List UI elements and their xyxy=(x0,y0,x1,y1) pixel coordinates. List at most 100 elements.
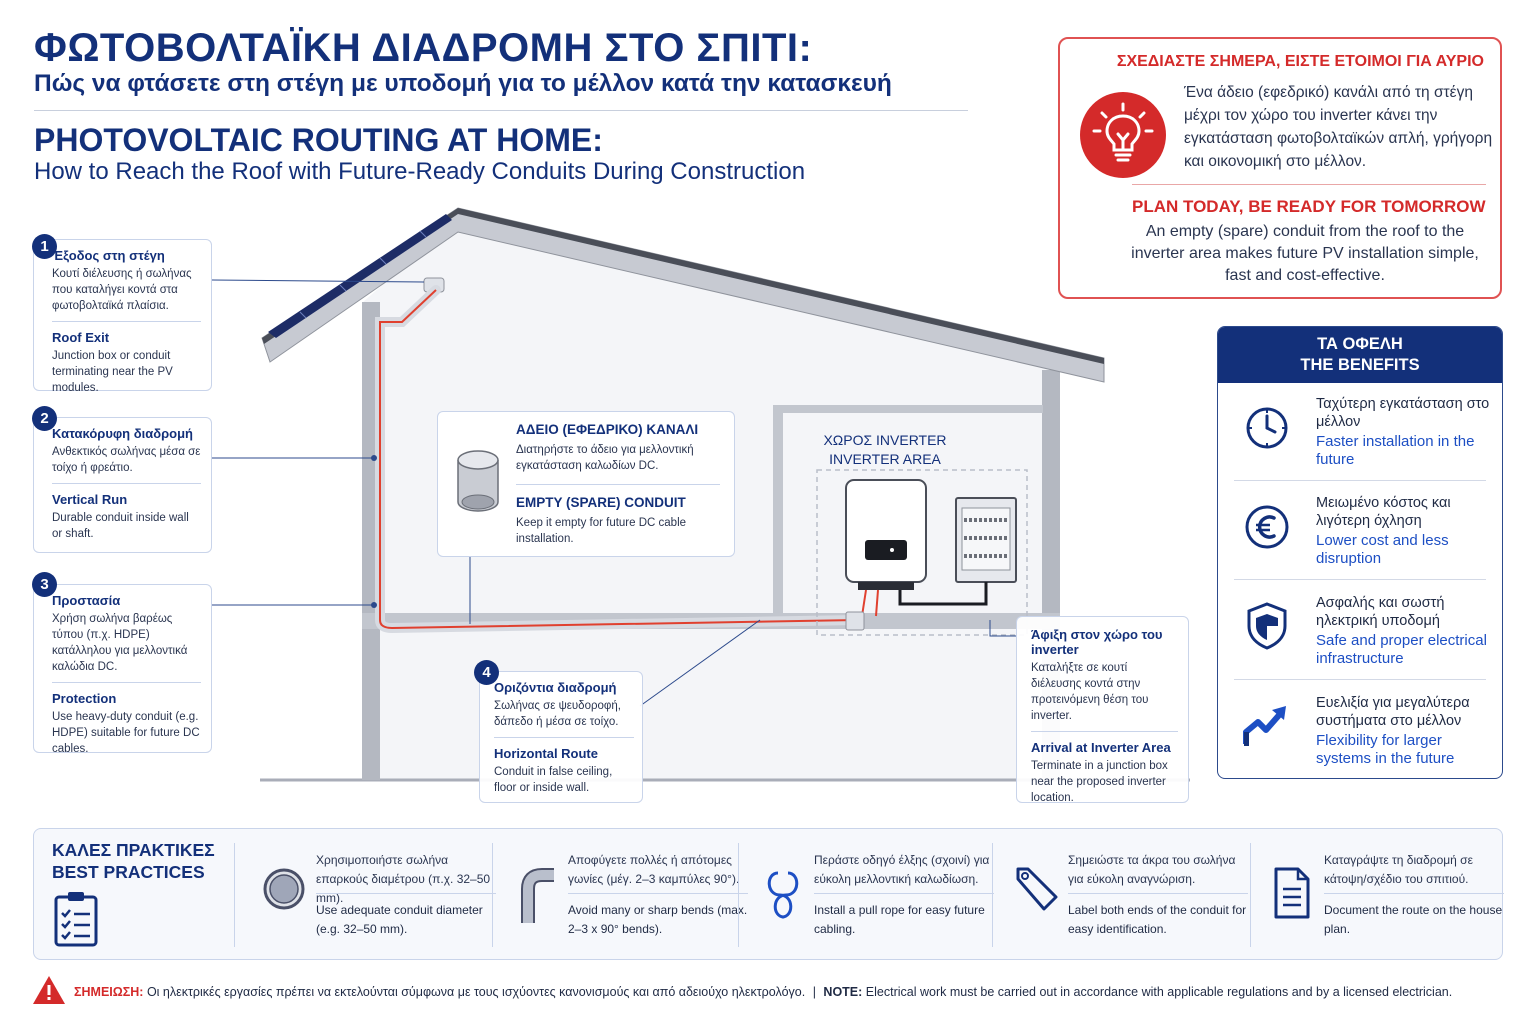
benefit-1-english: Faster installation in the future xyxy=(1316,433,1475,468)
step-2-title-english: Vertical Run xyxy=(52,492,128,507)
practice-2-english: Avoid many or sharp bends (max. 2–3 x 90… xyxy=(568,903,748,936)
plan-divider xyxy=(1132,184,1486,185)
benefit-4-greek: Ευελιξία για μεγαλύτερα συστήματα στο μέ… xyxy=(1316,695,1470,729)
empty-conduit-text-english: Keep it empty for future DC cable instal… xyxy=(516,517,687,545)
inverter-junction-box xyxy=(845,611,865,631)
benefit-1-greek: Ταχύτερη εγκατάσταση στο μέλλον xyxy=(1316,396,1490,430)
conduit-pipe-icon xyxy=(454,446,502,516)
step-1-text-english: Junction box or conduit terminating near… xyxy=(52,350,173,394)
best-practices-separator xyxy=(738,843,739,947)
checklist-icon xyxy=(52,889,100,949)
ac-cable xyxy=(898,582,988,606)
empty-conduit-title-english: EMPTY (SPARE) CONDUIT xyxy=(516,495,686,510)
best-practice-item: Αποφύγετε πολλές ή απότομες γωνίες (μέγ.… xyxy=(500,829,750,961)
leader-arrival xyxy=(989,620,1016,637)
solar-panels xyxy=(268,214,452,338)
benefits-header: ΤΑ ΟΦΕΛΗ THE BENEFITS xyxy=(1218,327,1502,383)
step-2-text-greek: Ανθεκτικός σωλήνας μέσα σε τοίχο ή φρεάτ… xyxy=(52,446,201,474)
benefit-3-greek: Ασφαλής και σωστή ηλεκτρική υποδομή xyxy=(1316,595,1445,629)
benefit-divider xyxy=(1234,579,1486,580)
benefit-2-english: Lower cost and less disruption xyxy=(1316,532,1449,567)
arrival-inverter-box: Άφιξη στον χώρο του inverter Καταλήξτε σ… xyxy=(1016,616,1189,804)
title-divider xyxy=(34,110,968,111)
step-3-text-english: Use heavy-duty conduit (e.g. HDPE) suita… xyxy=(52,711,200,755)
leader-step-4 xyxy=(639,619,761,707)
best-practice-item: Σημειώστε τα άκρα του σωλήνα για εύκολη … xyxy=(1000,829,1250,961)
inverter-display xyxy=(865,540,907,560)
benefit-item: Ταχύτερη εγκατάσταση στο μέλλον Faster i… xyxy=(1218,383,1502,481)
practice-1-english: Use adequate conduit diameter (e.g. 32–5… xyxy=(316,903,483,936)
step-2-divider xyxy=(52,483,201,484)
practice-5-greek: Καταγράψτε τη διαδρομή σε κάτοψη/σχέδιο … xyxy=(1324,853,1473,886)
best-practice-item: Περάστε οδηγό έλξης (σχοινί) για εύκολη … xyxy=(746,829,996,961)
step-3-divider xyxy=(52,682,201,683)
clock-icon xyxy=(1242,401,1292,451)
step-vertical-run: Κατακόρυφη διαδρομή Ανθεκτικός σωλήνας μ… xyxy=(33,417,212,553)
warning-icon xyxy=(32,974,66,1006)
benefit-4-english: Flexibility for larger systems in the fu… xyxy=(1316,732,1455,767)
practice-4-greek: Σημειώστε τα άκρα του σωλήνα για εύκολη … xyxy=(1068,853,1236,886)
note-text: ΣΗΜΕΙΩΣΗ: Οι ηλεκτρικές εργασίες πρέπει … xyxy=(74,985,1452,999)
best-practices-heading: ΚΑΛΕΣ ΠΡΑΚΤΙΚΕΣ BEST PRACTICES xyxy=(52,839,215,883)
step-4-text-english: Conduit in false ceiling, floor or insid… xyxy=(494,766,613,794)
step-horizontal-route: Οριζόντια διαδρομή Σωλήνας σε ψευδοροφή,… xyxy=(479,671,643,803)
note-label-greek: ΣΗΜΕΙΩΣΗ: xyxy=(74,985,144,999)
title-greek: ΦΩΤΟΒΟΛΤΑΪΚΗ ΔΙΑΔΡΟΜΗ ΣΤΟ ΣΠΙΤΙ: xyxy=(34,26,813,70)
best-practices-separator xyxy=(492,843,493,947)
best-practices-separator xyxy=(234,843,235,947)
document-icon xyxy=(1268,865,1316,919)
step-1-divider xyxy=(52,321,201,322)
plan-text-greek: Ένα άδειο (εφεδρικό) κανάλι από τη στέγη… xyxy=(1184,84,1493,170)
plan-today-box: ΣΧΕΔΙΑΣΤΕ ΣΗΜΕΡΑ, ΕΙΣΤΕ ΕΤΟΙΜΟΙ ΓΙΑ ΑΥΡΙ… xyxy=(1058,37,1502,299)
practice-divider xyxy=(814,893,994,894)
practice-3-greek: Περάστε οδηγό έλξης (σχοινί) για εύκολη … xyxy=(814,853,990,886)
arrival-title-english: Arrival at Inverter Area xyxy=(1031,740,1171,755)
benefit-2-greek: Μειωμένο κόστος και λιγότερη όχληση xyxy=(1316,495,1451,529)
step-roof-exit: Έξοδος στη στέγη Κουτί διέλευσης ή σωλήν… xyxy=(33,239,212,394)
growth-arrow-icon xyxy=(1242,700,1292,750)
label-tag-icon xyxy=(1012,865,1060,913)
shield-icon xyxy=(1242,600,1292,650)
benefits-panel: ΤΑ ΟΦΕΛΗ THE BENEFITS Ταχύτερη εγκατάστα… xyxy=(1217,326,1503,779)
benefit-item: Μειωμένο κόστος και λιγότερη όχληση Lowe… xyxy=(1218,482,1502,580)
step-2-title-greek: Κατακόρυφη διαδρομή xyxy=(52,426,193,441)
step-3-text-greek: Χρήση σωλήνα βαρέως τύπου (π.χ. HDPE) κα… xyxy=(52,613,188,673)
note-label-english: NOTE: xyxy=(823,985,863,999)
plan-text-english: An empty (spare) conduit from the roof t… xyxy=(1131,223,1479,284)
empty-conduit-title-greek: ΑΔΕΙΟ (ΕΦΕΔΡΙΚΟ) ΚΑΝΑΛΙ xyxy=(516,422,699,437)
inverter-area-label-english: INVERTER AREA xyxy=(829,451,941,467)
inverter-area-label-greek: ΧΩΡΟΣ INVERTER xyxy=(823,432,947,448)
subtitle-english: How to Reach the Roof with Future-Ready … xyxy=(34,158,806,185)
benefit-item: Ευελιξία για μεγαλύτερα συστήματα στο μέ… xyxy=(1218,682,1502,778)
step-1-title-greek: Έξοδος στη στέγη xyxy=(52,248,165,263)
practice-divider xyxy=(1324,893,1504,894)
best-practices-heading-english: BEST PRACTICES xyxy=(52,862,205,882)
benefit-3-english: Safe and proper electrical infrastructur… xyxy=(1316,632,1487,667)
leader-step-1 xyxy=(211,279,425,283)
practice-divider xyxy=(1068,893,1248,894)
interior-ceiling xyxy=(773,405,1043,413)
step-2-badge: 2 xyxy=(32,406,57,431)
empty-conduit-divider xyxy=(516,484,720,485)
step-1-title-english: Roof Exit xyxy=(52,330,110,345)
euro-icon xyxy=(1242,500,1292,550)
benefits-heading-greek: ΤΑ ΟΦΕΛΗ xyxy=(1317,335,1403,353)
benefit-item: Ασφαλής και σωστή ηλεκτρική υποδομή Safe… xyxy=(1218,582,1502,680)
step-3-title-english: Protection xyxy=(52,691,117,706)
practice-divider xyxy=(316,893,496,894)
step-3-title-greek: Προστασία xyxy=(52,593,121,608)
practice-3-english: Install a pull rope for easy future cabl… xyxy=(814,903,985,936)
arrival-divider xyxy=(1031,731,1178,732)
practice-5-english: Document the route on the house plan. xyxy=(1324,903,1503,936)
note-separator: | xyxy=(812,985,816,999)
inverter xyxy=(845,479,927,583)
plan-heading-english: PLAN TODAY, BE READY FOR TOMORROW xyxy=(1132,197,1486,216)
best-practices-heading-greek: ΚΑΛΕΣ ΠΡΑΚΤΙΚΕΣ xyxy=(52,840,215,860)
best-practices-panel: ΚΑΛΕΣ ΠΡΑΚΤΙΚΕΣ BEST PRACTICES Χρησιμοπο… xyxy=(33,828,1504,961)
plan-heading-greek: ΣΧΕΔΙΑΣΤΕ ΣΗΜΕΡΑ, ΕΙΣΤΕ ΕΤΟΙΜΟΙ ΓΙΑ ΑΥΡΙ… xyxy=(1116,53,1484,70)
step-4-title-english: Horizontal Route xyxy=(494,746,598,761)
step-4-divider xyxy=(494,737,634,738)
arrival-text-greek: Καταλήξτε σε κουτί διέλευσης κοντά στην … xyxy=(1031,662,1149,722)
step-4-badge: 4 xyxy=(474,660,499,685)
arrival-text-english: Terminate in a junction box near the pro… xyxy=(1031,760,1168,804)
